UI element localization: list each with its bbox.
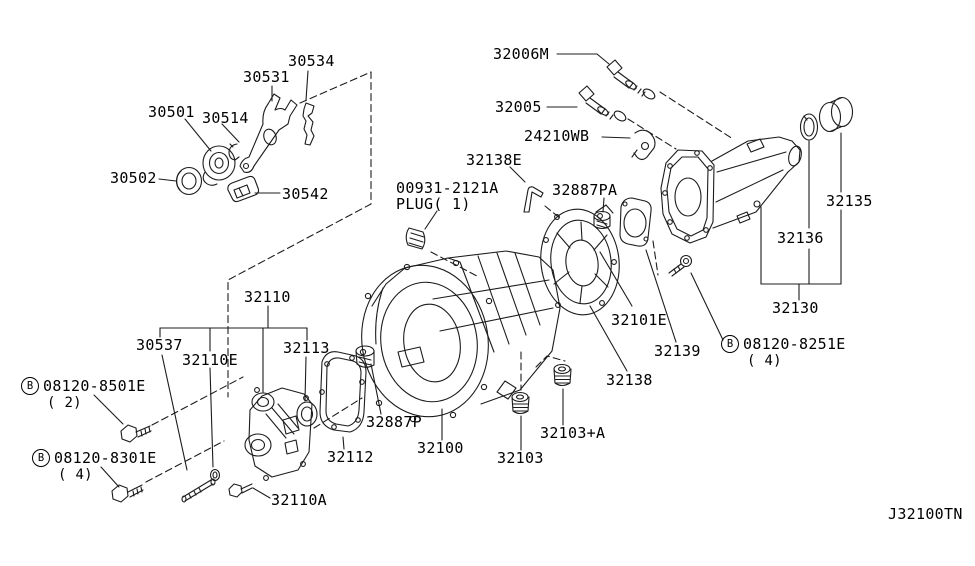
part-label-30537[interactable]: 30537 [136, 336, 183, 354]
lever-30534-drawing [302, 102, 315, 146]
dust-cover-32135-drawing [818, 96, 854, 133]
bolt-part-number: 08120-8251E [743, 334, 846, 353]
leader-lines [93, 53, 842, 499]
part-label-32101E[interactable]: 32101E [611, 311, 667, 329]
snap-ring-32136-drawing [799, 113, 819, 141]
filler-plug-drawing [405, 227, 426, 250]
part-label-32139[interactable]: 32139 [654, 342, 701, 360]
cover-gasket-32112-drawing [319, 351, 367, 433]
drawing-code: J32100TN [888, 505, 963, 523]
part-label-32887PA[interactable]: 32887PA [552, 181, 618, 199]
part-label-30534[interactable]: 30534 [288, 52, 335, 70]
part-label-32138[interactable]: 32138 [606, 371, 653, 389]
holder-30542-drawing [227, 175, 260, 203]
part-label-32130[interactable]: 32130 [772, 299, 819, 317]
bolt-quantity: ( 4) [58, 467, 93, 483]
stud-30537-drawing [181, 478, 216, 503]
extension-housing-32130-drawing [660, 136, 802, 244]
plug-part-number: 00931-2121A [396, 179, 499, 197]
plate-gasket-32139-drawing [619, 197, 652, 247]
bolt-8301E-drawing [111, 484, 144, 503]
mounting-dashed-lines [145, 71, 734, 483]
part-label-32103[interactable]: 32103 [497, 449, 544, 467]
part-label-32135[interactable]: 32135 [826, 192, 873, 210]
harness-clamp-24210WB-drawing [631, 129, 656, 161]
part-label-32138E[interactable]: 32138E [466, 151, 522, 169]
bolt-quantity: ( 4) [747, 353, 782, 369]
bushing-32887PA-drawing [593, 210, 611, 230]
part-label-30514[interactable]: 30514 [202, 109, 249, 127]
breather-32887P-drawing [355, 345, 375, 368]
washer-32110E-drawing [209, 468, 221, 482]
oil-seal-32113-drawing [296, 401, 318, 427]
adapter-plate-32138-drawing [540, 204, 620, 316]
part-label-32103A[interactable]: 32103+A [540, 424, 606, 442]
standard-bolt-b-icon: B [21, 377, 39, 395]
dowel-pin-32138E-drawing [523, 186, 544, 213]
part-label-32006M[interactable]: 32006M [493, 45, 549, 63]
standard-bolt-b-icon: B [721, 335, 739, 353]
withdrawal-lever-30531-drawing [239, 93, 298, 173]
switch-32005-drawing [578, 85, 627, 122]
switch-32006M-drawing [606, 59, 656, 100]
part-label-30502[interactable]: 30502 [110, 169, 157, 187]
bolt-8251E-drawing [668, 254, 693, 277]
part-label-32110[interactable]: 32110 [244, 288, 291, 306]
part-label-32887P[interactable]: 32887P [366, 413, 422, 431]
part-label-24210WB[interactable]: 24210WB [524, 127, 590, 145]
holder-spring-30514-drawing [228, 143, 240, 161]
part-label-30542[interactable]: 30542 [282, 185, 329, 203]
bolt-quantity: ( 2) [47, 395, 82, 411]
part-label-08120-8301E[interactable]: B 08120-8301E ( 4) [32, 449, 157, 483]
part-label-30531[interactable]: 30531 [243, 68, 290, 86]
part-label-32005[interactable]: 32005 [495, 98, 542, 116]
bolt-32110A-drawing [228, 483, 253, 498]
filler-plug-32103A-drawing [553, 363, 572, 387]
standard-bolt-b-icon: B [32, 449, 50, 467]
plug-name-qty: PLUG( 1) [396, 195, 471, 213]
bolt-8501E-drawing [120, 424, 152, 443]
part-label-08120-8501E[interactable]: B 08120-8501E ( 2) [21, 377, 146, 411]
transmission-case-32100-drawing [359, 250, 561, 423]
part-label-32110E[interactable]: 32110E [182, 351, 238, 369]
part-label-08120-8251E[interactable]: B 08120-8251E ( 4) [721, 335, 846, 369]
bolt-part-number: 08120-8501E [43, 376, 146, 395]
part-label-30501[interactable]: 30501 [148, 103, 195, 121]
part-label-32112[interactable]: 32112 [327, 448, 374, 466]
part-label-00931-2121A[interactable]: 00931-2121A PLUG( 1) [396, 181, 499, 212]
release-sleeve-30502-drawing [175, 166, 203, 196]
release-bearing-30501-drawing [202, 145, 236, 186]
part-label-32113[interactable]: 32113 [283, 339, 330, 357]
bolt-part-number: 08120-8301E [54, 448, 157, 467]
drain-plug-32103-drawing [511, 391, 530, 415]
part-label-32136[interactable]: 32136 [777, 229, 824, 247]
part-label-32100[interactable]: 32100 [417, 439, 464, 457]
front-cover-32110-drawing [244, 387, 313, 481]
part-label-32110A[interactable]: 32110A [271, 491, 327, 509]
